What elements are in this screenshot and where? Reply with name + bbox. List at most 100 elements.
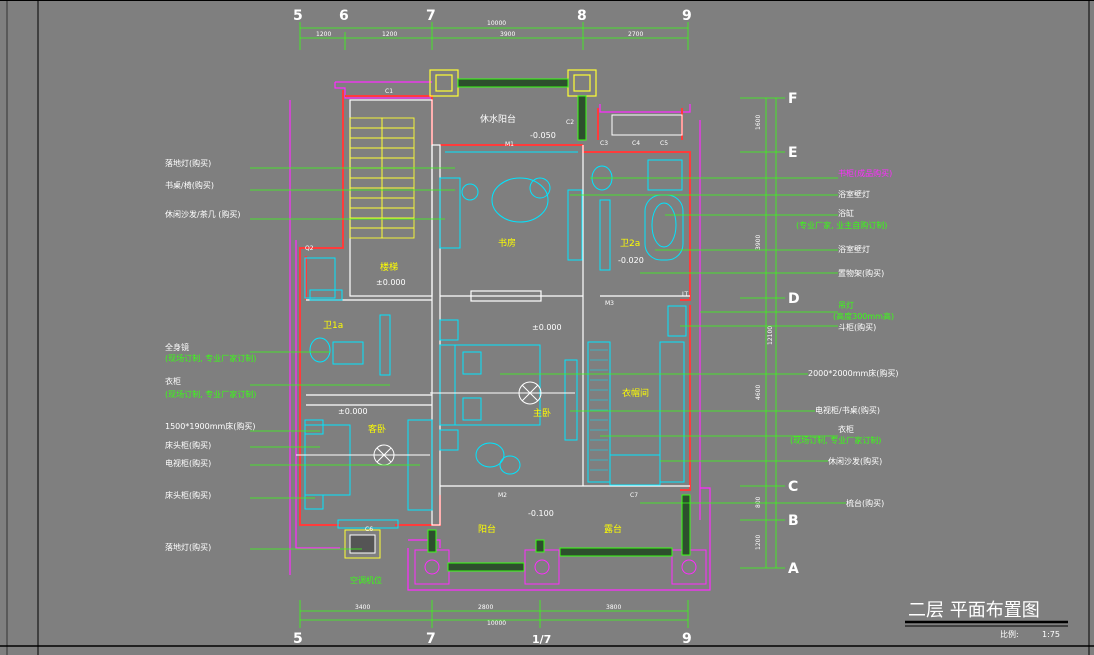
right-label-10: 电视柜/书桌(购买) [815,405,880,415]
axis-top-6: 6 [339,8,349,24]
right-label-8: 斗柜(购买) [838,322,876,332]
right-label-2: 浴缸 [838,208,854,218]
level-guest: ±0.000 [338,407,368,416]
axis-bottom-1-7: 1/7 [532,633,551,646]
axis-right-F: F [788,91,798,107]
closet-wardrobe [587,341,611,483]
left-label-6: (现场订制, 专业厂家订制) [165,389,256,399]
dim-right-total: 12100 [767,326,774,345]
scale-value: 1:75 [1042,630,1060,639]
room-bottom-balcony: 空调机位 [350,575,382,585]
left-label-9: 电视柜(购买) [165,458,211,468]
dim-bottom-1: 3400 [355,604,370,611]
left-label-7: 1500*1900mm床(购买) [165,421,256,431]
room-bath-2a: 卫2a [620,239,640,249]
axis-top-5: 5 [293,8,303,24]
axis-bottom-9: 9 [682,631,692,647]
left-label-8: 床头柜(购买) [165,440,211,450]
interior-walls [306,99,690,526]
left-annotations: 落地灯(购买) 书桌/椅(购买) 休闲沙发/茶几 (购买) 全身镜 (现场订制,… [165,158,256,552]
scale-label: 比例: [1000,629,1019,639]
window-tag-c5: C5 [660,140,668,147]
railings [427,78,691,572]
dim-right-3: 4600 [755,385,762,400]
room-study: 书房 [498,237,516,249]
room-bath-1a: 卫1a [323,321,343,331]
guest-bed [304,424,351,496]
dim-right-5: 1200 [755,535,762,550]
room-closet: 衣帽间 [622,387,649,399]
axis-bottom-7: 7 [426,631,436,647]
right-label-14: 梳台(购买) [846,498,884,508]
axis-right-D: D [788,291,800,307]
dim-bottom-total: 10000 [487,620,506,627]
furniture [304,114,687,559]
level-stair: ±0.000 [376,278,406,287]
room-guest: 客卧 [368,423,386,435]
right-label-13: 休闲沙发(购买) [828,456,882,466]
right-label-9: 2000*2000mm床(购买) [808,368,899,378]
right-label-4: 浴室壁灯 [838,244,870,254]
level-balcony: -0.100 [528,509,554,518]
study-desk [491,177,549,223]
window-tag-q2: Q2 [305,245,314,252]
building-outline [289,81,711,591]
level-marks: -0.050 ±0.000 -0.020 ±0.000 ±0.000 -0.10… [338,131,644,518]
room-balcony-l: 阳台 [478,523,496,535]
top-dimensions [299,22,689,50]
top-axis-labels: 5 6 7 8 9 10000 1200 1200 3900 2700 [293,8,692,38]
dim-top-4: 2700 [628,31,643,38]
door-tag-m2: M2 [498,492,507,499]
dim-right-4: 800 [755,496,762,508]
window-tag-c2: C2 [566,119,574,126]
dim-top-2: 1200 [382,31,397,38]
room-master: 主卧 [533,407,551,419]
room-labels: 休水阳台 书房 卫2a 楼梯 卫1a 主卧 衣帽间 客卧 阳台 露台 空调机位 [323,113,649,585]
left-label-4: (现场订制, 专业厂家订制) [165,353,256,363]
dim-top-total: 10000 [487,20,506,27]
right-label-12: (现场订制, 专业厂家订制) [790,435,881,445]
right-label-1: 浴室壁灯 [838,189,870,199]
left-label-11: 落地灯(购买) [165,542,211,552]
window-tag-c1: C1 [385,88,393,95]
level-bath: -0.020 [618,256,644,265]
axis-right-A: A [788,561,799,577]
room-stair: 楼梯 [380,261,398,273]
master-bed [454,344,541,426]
ceiling-lamps [296,381,575,466]
right-label-6: 吊灯 [838,300,854,310]
dim-top-3: 3900 [500,31,515,38]
left-label-2: 休闲沙发/茶几 (购买) [165,209,240,219]
axis-bottom-5: 5 [293,631,303,647]
dim-right-2: 3900 [755,235,762,250]
door-tag-m1: M1 [505,141,514,148]
dim-bottom-2: 2800 [478,604,493,611]
title-block: 二层 平面布置图 比例: 1:75 [905,600,1068,639]
door-tags: M1 M2 M3 C1 C2 C3 C4 C5 C6 C7 Q2 LT [305,88,689,533]
closet-hatch [590,349,608,471]
axis-top-9: 9 [682,8,692,24]
study-sofa [439,177,461,249]
window-tag-c4: C4 [632,140,640,147]
window-tag-c6: C6 [365,526,373,533]
level-top: -0.050 [530,131,556,140]
right-label-11: 衣柜 [838,424,854,434]
bottom-dimensions [299,600,689,628]
door-tag-m3: M3 [605,300,614,307]
left-label-5: 衣柜 [165,376,181,386]
exterior-walls [299,90,691,526]
dim-right-1: 1600 [755,115,762,130]
axis-right-E: E [788,145,798,161]
room-balcony-r: 露台 [604,523,622,535]
leader-lines [250,167,846,550]
right-annotations: 书柜(成品购买) 浴室壁灯 浴缸 (专业厂家, 业主自购订制) 浴室壁灯 置物架… [790,168,899,508]
dim-top-1: 1200 [316,31,331,38]
left-label-3: 全身镜 [165,342,189,352]
window-tag-c3: C3 [600,140,608,147]
toilet-1a [309,337,331,363]
bottom-axis-labels: 3400 2800 3800 10000 5 7 1/7 9 [293,604,692,647]
master-sofa [475,442,505,468]
axis-top-8: 8 [577,8,587,24]
